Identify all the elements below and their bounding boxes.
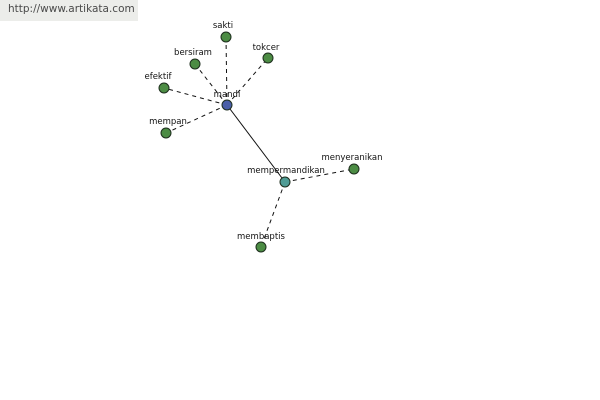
node-tokcer[interactable]	[262, 52, 274, 64]
node-label-mempermandikan: mempermandikan	[247, 166, 325, 176]
node-label-mempan: mempan	[149, 117, 187, 127]
edge-mandi-bersiram	[194, 63, 228, 106]
edge-mandi-mempan	[165, 104, 228, 134]
node-label-sakti: sakti	[213, 21, 233, 31]
edge-mandi-efektif	[163, 87, 228, 106]
node-menyeranikan[interactable]	[348, 163, 360, 175]
node-label-menyeranikan: menyeranikan	[322, 153, 383, 163]
node-mandi[interactable]	[221, 99, 233, 111]
edge-mandi-mempermandikan	[226, 104, 286, 183]
graph-labels: mandi sakti bersiram tokcer efektif mempan mem…	[144, 21, 382, 242]
node-bersiram[interactable]	[189, 58, 201, 70]
node-label-membaptis: membaptis	[237, 232, 285, 242]
node-label-bersiram: bersiram	[174, 48, 212, 58]
node-membaptis[interactable]	[255, 241, 267, 253]
node-label-tokcer: tokcer	[253, 43, 280, 53]
graph-edges	[163, 36, 355, 248]
edge-mempermandikan-menyeranikan	[284, 168, 355, 183]
watermark-link[interactable]: http://www.artikata.com	[0, 0, 138, 21]
edge-mandi-sakti	[225, 36, 228, 106]
edge-mempermandikan-membaptis	[260, 181, 286, 248]
node-label-efektif: efektif	[144, 72, 172, 82]
node-sakti[interactable]	[220, 31, 232, 43]
node-efektif[interactable]	[158, 82, 170, 94]
node-mempan[interactable]	[160, 127, 172, 139]
node-mempermandikan[interactable]	[279, 176, 291, 188]
graph-nodes	[158, 31, 360, 253]
node-label-mandi: mandi	[214, 90, 241, 100]
edge-mandi-tokcer	[226, 57, 269, 106]
